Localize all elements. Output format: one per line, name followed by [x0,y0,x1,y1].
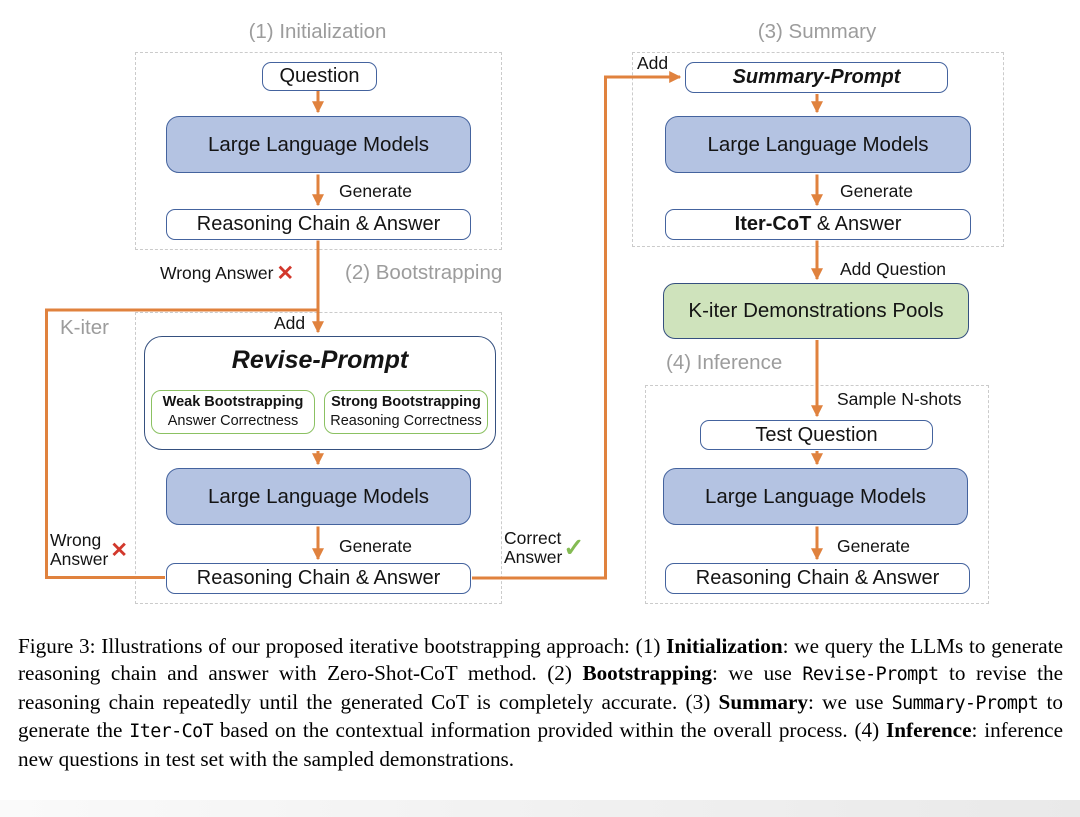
green-check-icon: ✓ [563,533,585,562]
section-title-bootstrapping: (2) Bootstrapping [345,261,503,284]
llm-node-summary: Large Language Models [665,116,971,173]
strong-bootstrapping-subtitle: Reasoning Correctness [330,413,482,429]
llm-node-bootstrapping: Large Language Models [166,468,471,525]
add-question-label: Add Question [840,259,947,279]
window-bottom-edge [0,800,1080,817]
add-label-bootstrapping: Add [274,313,306,333]
generate-label-inference: Generate [837,536,910,556]
summary-prompt-node: Summary-Prompt [685,62,948,93]
llm-node-inference: Large Language Models [663,468,968,525]
test-question-node: Test Question [700,420,933,450]
reasoning-chain-node-initialization: Reasoning Chain & Answer [166,209,471,240]
red-x-icon: ✕ [110,538,128,562]
answer-suffix-text: & Answer [811,213,902,235]
generate-label-summary: Generate [840,181,913,201]
wrong-answer-text: Wrong Answer [160,263,274,283]
section-title-summary: (3) Summary [757,20,877,43]
figure-caption: Figure 3: Illustrations of our proposed … [18,634,1064,771]
sample-n-shots-label: Sample N-shots [837,389,962,409]
reasoning-chain-node-inference: Reasoning Chain & Answer [665,563,970,594]
k-iter-label: K-iter [60,316,109,339]
strong-bootstrapping-node: Strong Bootstrapping Reasoning Correctne… [324,390,488,434]
iter-cot-text: Iter-CoT [734,213,812,235]
question-node: Question [262,62,377,91]
k-iter-demonstrations-pools-node: K-iter Demonstrations Pools [663,283,969,339]
iter-cot-node: Iter-CoT & Answer [665,209,971,240]
answer-text: Answer [504,547,563,567]
weak-bootstrapping-title: Weak Bootstrapping [162,393,304,410]
weak-bootstrapping-node: Weak Bootstrapping Answer Correctness [151,390,315,434]
generate-label-initialization: Generate [339,181,412,201]
section-title-initialization: (1) Initialization [248,20,387,43]
generate-label-bootstrapping: Generate [339,536,412,556]
wrong-text: Wrong [50,530,102,550]
weak-bootstrapping-subtitle: Answer Correctness [167,413,299,429]
strong-bootstrapping-title: Strong Bootstrapping [331,393,481,410]
answer-text: Answer [50,549,109,569]
red-x-icon: ✕ [276,262,295,285]
wrong-answer-label-top: Wrong Answer ✕ [160,263,294,284]
add-label-summary: Add [637,53,669,73]
reasoning-chain-node-bootstrapping: Reasoning Chain & Answer [166,563,471,594]
llm-node-initialization: Large Language Models [166,116,471,173]
section-title-inference: (4) Inference [666,351,783,374]
correct-text: Correct [504,528,562,548]
revise-prompt-title: Revise-Prompt [231,346,409,374]
